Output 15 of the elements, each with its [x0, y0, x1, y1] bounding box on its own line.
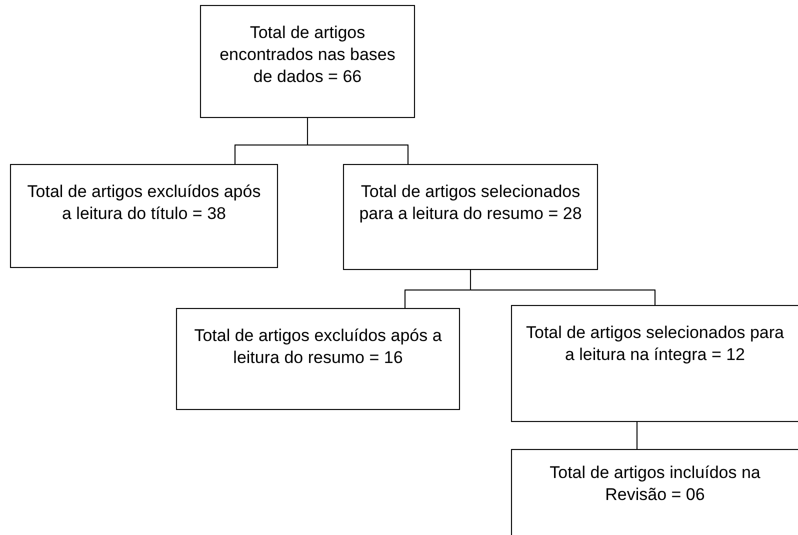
process-box [200, 5, 415, 118]
process-box [343, 164, 598, 270]
process-box [511, 305, 798, 422]
process-box [10, 164, 278, 268]
process-box [511, 449, 798, 535]
box-text: Total de artigos selecionados para a leitura do resumo = 28 [358, 181, 583, 225]
box-text: Total de artigos excluídos após a leitura do resumo = 16 [193, 325, 443, 369]
process-box [176, 308, 460, 410]
connector-line [470, 270, 656, 306]
connector-line [307, 118, 408, 164]
connector-line [636, 422, 638, 450]
box-text: Total de artigos excluídos após a leitura do título = 38 [26, 181, 262, 225]
box-text: Total de artigos selecionados para a leitura na íntegra = 12 [525, 322, 785, 366]
box-text: Total de artigos incluídos na Revisão = 06 [548, 462, 762, 506]
box-text: Total de artigos encontrados nas bases de dados = 66 [218, 22, 396, 88]
